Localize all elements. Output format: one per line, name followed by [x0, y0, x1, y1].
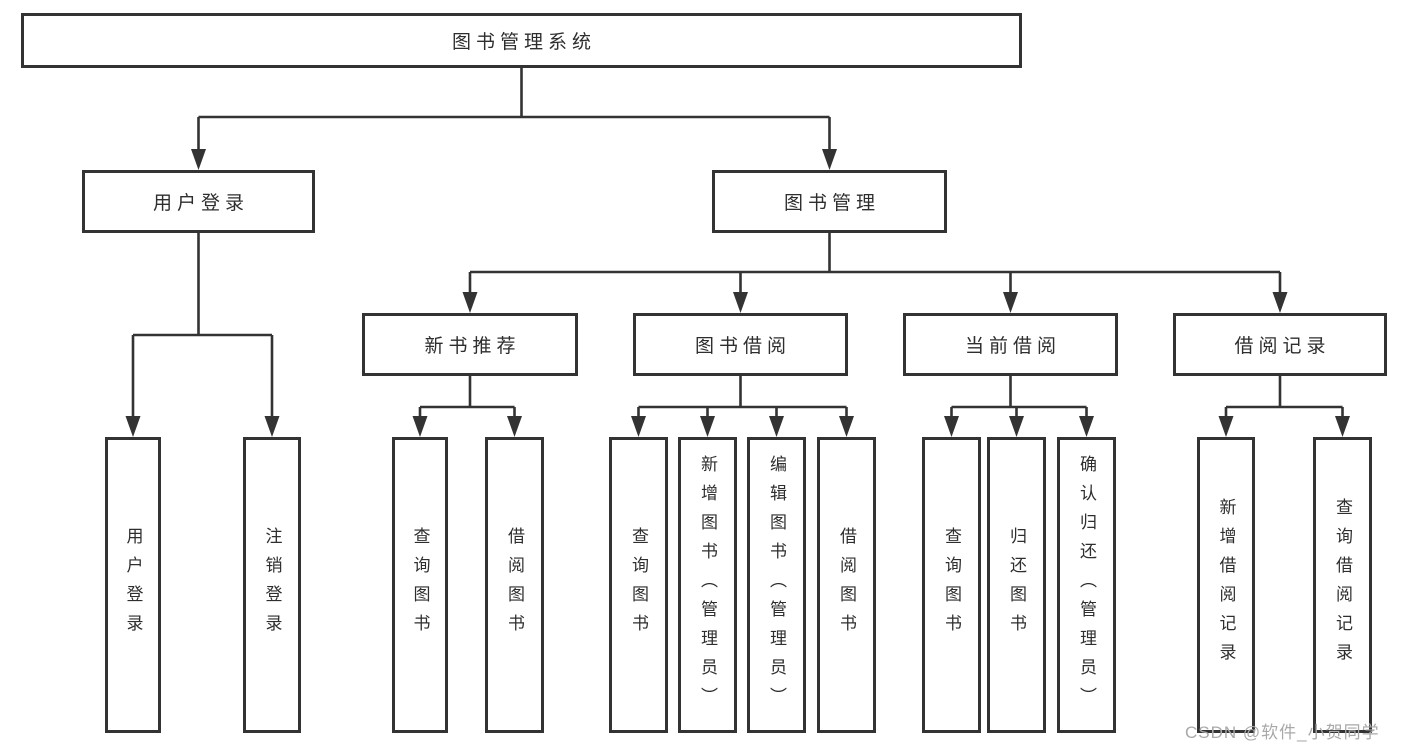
node-user-login: 用户登录	[82, 170, 315, 233]
node-borrowing-records: 借阅记录	[1173, 313, 1387, 376]
leaf-newbooks-query-book: 查询图书	[392, 437, 448, 733]
node-current-borrowing: 当前借阅	[903, 313, 1118, 376]
leaf-logout: 注销登录	[243, 437, 301, 733]
leaf-borrowing-edit-book-admin: 编辑图书（管理员）	[747, 437, 806, 733]
csdn-watermark: CSDN @软件_小贺同学	[1185, 723, 1380, 742]
leaf-borrowing-query-book: 查询图书	[609, 437, 668, 733]
node-book-management: 图书管理	[712, 170, 947, 233]
node-library-management-system: 图书管理系统	[21, 13, 1022, 68]
leaf-user-login: 用户登录	[105, 437, 161, 733]
leaf-borrowing-borrow-book: 借阅图书	[817, 437, 876, 733]
leaf-newbooks-borrow-book: 借阅图书	[485, 437, 544, 733]
leaf-current-return-book: 归还图书	[987, 437, 1046, 733]
leaf-current-confirm-return-admin: 确认归还（管理员）	[1057, 437, 1116, 733]
node-book-borrowing: 图书借阅	[633, 313, 848, 376]
leaf-borrowing-add-book-admin: 新增图书（管理员）	[678, 437, 737, 733]
leaf-current-query-book: 查询图书	[922, 437, 981, 733]
leaf-records-add-record: 新增借阅记录	[1197, 437, 1255, 733]
node-new-book-recommendation: 新书推荐	[362, 313, 578, 376]
leaf-records-query-record: 查询借阅记录	[1313, 437, 1372, 733]
